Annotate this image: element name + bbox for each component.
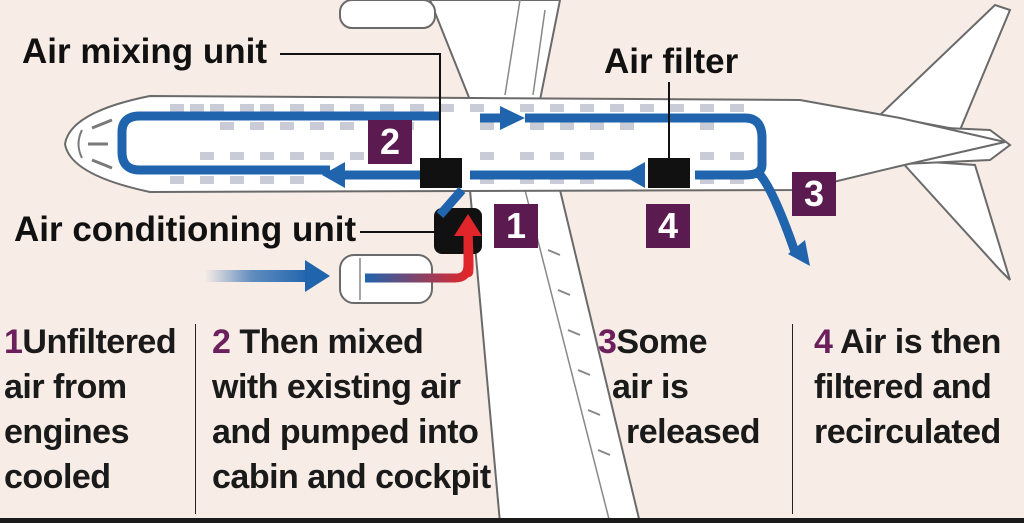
air-filter-label: Air filter <box>604 42 739 81</box>
caption-step-4: 4 Air is then filtered and recirculated <box>814 323 1001 451</box>
caption-step-1: 1Unfiltered air from engines cooled <box>4 323 177 496</box>
cabin-airflow-loop <box>117 111 800 254</box>
lower-tail-fin <box>897 158 1011 281</box>
air-filter-box <box>648 158 690 188</box>
bleed-air-arrowhead <box>454 214 482 236</box>
badge-step-1: 1 <box>494 204 538 248</box>
air-mixing-unit-label: Air mixing unit <box>22 32 267 71</box>
caption-number: 1 <box>4 323 23 361</box>
upper-engine <box>339 0 436 29</box>
badge-step-2: 2 <box>368 120 412 164</box>
badge-step-4: 4 <box>646 204 690 248</box>
caption-number: 3 <box>598 323 617 361</box>
caption-step-2: 2 Then mixed with existing air and pumpe… <box>212 323 491 496</box>
mixing-unit-pointer <box>280 53 441 158</box>
caption-step-3: 3Some air is released <box>598 323 761 451</box>
bottom-rule <box>0 518 1024 523</box>
airflow-arrowheads <box>322 106 810 266</box>
caption-number: 2 <box>212 323 231 361</box>
air-mixing-unit-box <box>420 158 462 188</box>
caption-number: 4 <box>814 323 833 361</box>
caption-divider <box>792 324 793 514</box>
incoming-air-arrowhead <box>305 260 330 292</box>
seat-rows <box>170 104 744 184</box>
caption-divider <box>195 324 196 514</box>
badge-step-3: 3 <box>792 172 836 216</box>
incoming-air-stream <box>205 270 310 282</box>
air-conditioning-unit-label: Air conditioning unit <box>14 210 357 249</box>
cockpit-windows <box>88 118 113 170</box>
